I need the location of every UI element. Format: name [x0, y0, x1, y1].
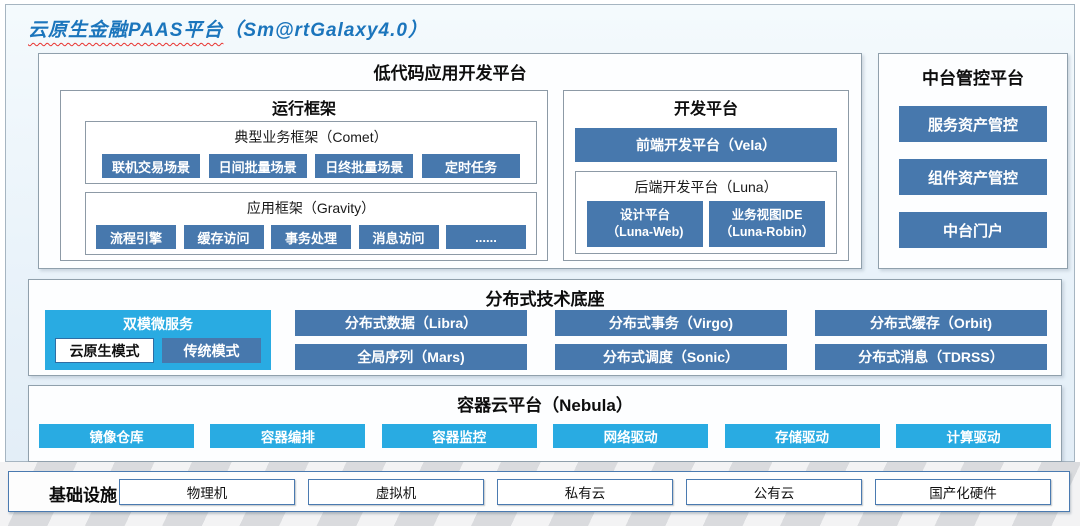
middle-platform-control-section: 中台管控平台 服务资产管控 组件资产管控 中台门户: [878, 53, 1068, 269]
comet-framework-section: 典型业务框架（Comet） 联机交易场景 日间批量场景 日终批量场景 定时任务: [85, 121, 537, 184]
compute-driver: 计算驱动: [895, 424, 1051, 448]
gravity-items-row: 流程引擎 缓存访问 事务处理 消息访问 ......: [96, 225, 526, 249]
comet-item-online-trading: 联机交易场景: [102, 154, 200, 178]
low-code-platform-section: 低代码应用开发平台 运行框架 典型业务框架（Comet） 联机交易场景 日间批量…: [38, 53, 862, 269]
dev-platform-section: 开发平台 前端开发平台（Vela） 后端开发平台（Luna） 设计平台 （Lun…: [563, 90, 849, 261]
container-cloud-title: 容器云平台（Nebula）: [457, 396, 633, 415]
distributed-transaction-virgo: 分布式事务（Virgo): [555, 310, 787, 336]
distributed-data-libra: 分布式数据（Libra）: [295, 310, 527, 336]
vela-frontend-platform: 前端开发平台（Vela）: [575, 128, 837, 162]
luna-web-line1: 设计平台: [619, 208, 670, 223]
luna-backend-title: 后端开发平台（Luna）: [634, 179, 778, 195]
service-asset-control: 服务资产管控: [899, 106, 1047, 142]
cloud-native-mode: 云原生模式: [55, 338, 154, 363]
infrastructure-strip: 基础设施 物理机 虚拟机 私有云 公有云 国产化硬件: [0, 462, 1080, 526]
luna-backend-section: 后端开发平台（Luna） 设计平台 （Luna-Web) 业务视图IDE （Lu…: [575, 171, 837, 254]
luna-web-design-platform: 设计平台 （Luna-Web): [587, 201, 703, 247]
gravity-item-more: ......: [446, 225, 526, 249]
page-title-main: 云原生金融PAAS平台: [28, 20, 224, 41]
middle-platform-portal: 中台门户: [899, 212, 1047, 248]
runtime-framework-section: 运行框架 典型业务框架（Comet） 联机交易场景 日间批量场景 日终批量场景 …: [60, 90, 548, 261]
luna-robin-line1: 业务视图IDE: [731, 208, 803, 223]
gravity-item-cache-access: 缓存访问: [183, 225, 264, 249]
dual-mode-title: 双模微服务: [123, 316, 193, 332]
container-orchestration: 容器编排: [210, 424, 366, 448]
gravity-item-transaction: 事务处理: [271, 225, 351, 249]
luna-robin-ide: 业务视图IDE （Luna-Robin）: [709, 201, 825, 247]
gravity-item-process-engine: 流程引擎: [96, 225, 176, 249]
traditional-mode: 传统模式: [162, 338, 261, 363]
dual-mode-microservice-section: 双模微服务 云原生模式 传统模式: [45, 310, 271, 370]
main-panel: 云原生金融PAAS平台（Sm@rtGalaxy4.0） 低代码应用开发平台 运行…: [5, 4, 1075, 462]
page-title-version: （Sm@rtGalaxy4.0）: [223, 20, 428, 41]
distributed-tech-base-section: 分布式技术底座 双模微服务 云原生模式 传统模式 分布式数据（Libra） 分布…: [28, 279, 1062, 376]
gravity-item-message-access: 消息访问: [358, 225, 439, 249]
gravity-framework-title: 应用框架（Gravity）: [246, 200, 376, 216]
comet-framework-title: 典型业务框架（Comet）: [234, 129, 388, 145]
physical-machine: 物理机: [119, 479, 295, 505]
comet-items-row: 联机交易场景 日间批量场景 日终批量场景 定时任务: [102, 154, 520, 178]
luna-items-row: 设计平台 （Luna-Web) 业务视图IDE （Luna-Robin）: [587, 201, 825, 247]
component-asset-control: 组件资产管控: [899, 159, 1047, 195]
middle-platform-title: 中台管控平台: [922, 69, 1024, 88]
distributed-tech-base-title: 分布式技术底座: [485, 290, 605, 309]
dual-mode-row: 云原生模式 传统模式: [55, 338, 261, 363]
runtime-framework-title: 运行框架: [271, 101, 336, 118]
distributed-items-grid: 分布式数据（Libra） 分布式事务（Virgo) 分布式缓存（Orbit) 全…: [295, 310, 1047, 370]
global-sequence-mars: 全局序列（Mars): [295, 344, 527, 370]
infrastructure-title: 基础设施: [49, 486, 117, 505]
private-cloud: 私有云: [497, 479, 673, 505]
distributed-message-tdrss: 分布式消息（TDRSS）: [815, 344, 1047, 370]
infrastructure-section: 基础设施 物理机 虚拟机 私有云 公有云 国产化硬件: [8, 471, 1070, 512]
network-driver: 网络驱动: [553, 424, 709, 448]
public-cloud: 公有云: [686, 479, 862, 505]
comet-item-intraday-batch: 日间批量场景: [208, 154, 307, 178]
image-repository: 镜像仓库: [39, 424, 194, 448]
domestic-hardware: 国产化硬件: [875, 479, 1051, 505]
luna-robin-line2: （Luna-Robin）: [719, 225, 815, 239]
distributed-scheduling-sonic: 分布式调度（Sonic）: [555, 344, 787, 370]
comet-item-eod-batch: 日终批量场景: [315, 154, 414, 178]
dev-platform-title: 开发平台: [673, 101, 738, 118]
infrastructure-row: 物理机 虚拟机 私有云 公有云 国产化硬件: [119, 479, 1051, 505]
container-monitoring: 容器监控: [381, 424, 537, 448]
luna-web-line2: （Luna-Web): [606, 225, 684, 239]
distributed-cache-orbit: 分布式缓存（Orbit): [815, 310, 1047, 336]
page-title: 云原生金融PAAS平台（Sm@rtGalaxy4.0）: [28, 15, 428, 42]
container-cloud-section: 容器云平台（Nebula） 镜像仓库 容器编排 容器监控 网络驱动 存储驱动 计…: [28, 385, 1062, 462]
storage-driver: 存储驱动: [724, 424, 880, 448]
gravity-framework-section: 应用框架（Gravity） 流程引擎 缓存访问 事务处理 消息访问 ......: [85, 192, 537, 255]
comet-item-scheduled-task: 定时任务: [421, 154, 520, 178]
container-cloud-row: 镜像仓库 容器编排 容器监控 网络驱动 存储驱动 计算驱动: [39, 424, 1051, 448]
low-code-platform-title: 低代码应用开发平台: [373, 64, 527, 83]
virtual-machine: 虚拟机: [308, 479, 484, 505]
